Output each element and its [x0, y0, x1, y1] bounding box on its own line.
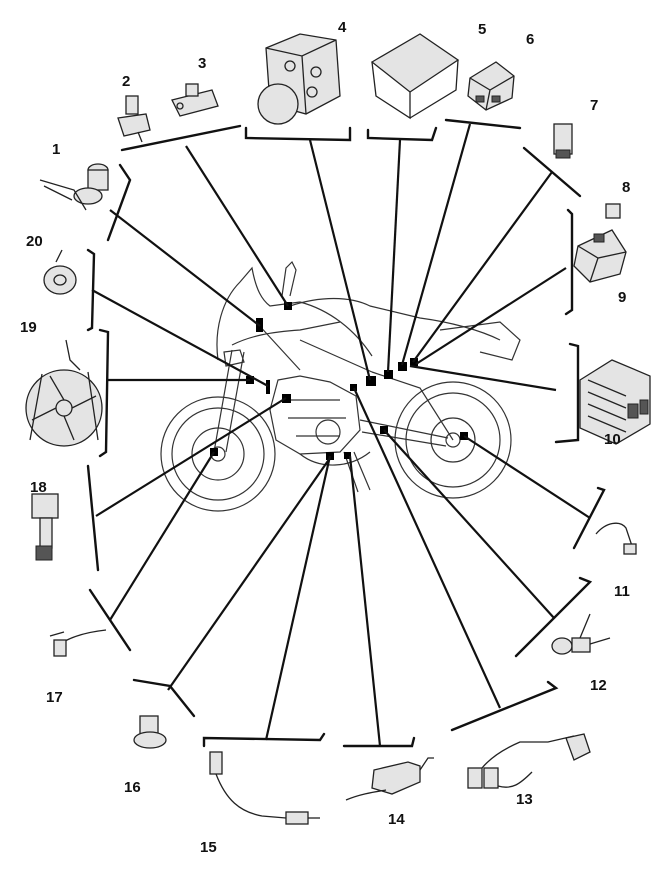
- leader-6: [400, 123, 472, 366]
- part-17-crank-sensor: [49, 629, 107, 657]
- part-6-relay-unit: [467, 61, 515, 111]
- part-5-ecu: [370, 33, 460, 120]
- part-18-ignition-coil: [31, 493, 59, 561]
- leader-20: [91, 289, 269, 387]
- part-19-radiator-fan: [25, 339, 103, 447]
- part-11-wheel-sensor: [595, 522, 637, 555]
- callout-8: 8: [622, 179, 630, 196]
- leader-4: [308, 139, 372, 381]
- leader-2-3: [185, 145, 289, 307]
- callout-7: 7: [590, 97, 598, 114]
- callout-labels: 1 2 3 4 5 6 7 8 9 10 11 12 13 14 15 16 1…: [20, 19, 630, 856]
- part-20-horn: [43, 249, 77, 295]
- callout-4: 4: [338, 19, 347, 36]
- part-9-starter-relay: [573, 229, 627, 283]
- callout-6: 6: [526, 31, 534, 48]
- callout-18: 18: [30, 479, 47, 496]
- part-16-speed-sensor: [133, 715, 167, 749]
- callout-5: 5: [478, 21, 486, 38]
- part-4-abs-unit: [257, 33, 341, 125]
- leader-5: [386, 139, 402, 373]
- leader-18: [95, 397, 287, 517]
- leader-15: [264, 455, 332, 741]
- part-15-o2-sensor: [209, 751, 320, 825]
- leader-10: [409, 364, 557, 392]
- callout-19: 19: [20, 319, 37, 336]
- callout-16: 16: [124, 779, 141, 796]
- leader-11: [463, 435, 591, 519]
- part-8-fuse: [605, 203, 621, 219]
- leader-7: [412, 171, 553, 363]
- part-3-relay: [171, 83, 219, 117]
- callout-10: 10: [604, 431, 621, 448]
- callout-11: 11: [614, 583, 630, 600]
- callout-13: 13: [516, 791, 533, 808]
- callout-14: 14: [388, 811, 405, 828]
- leader-14: [348, 455, 382, 747]
- callout-15: 15: [200, 839, 217, 856]
- leader-13: [352, 387, 502, 709]
- bracket-lines: [86, 118, 606, 748]
- part-7-fuse: [553, 123, 573, 159]
- leader-16: [167, 457, 331, 691]
- part-13-sensor-harness: [467, 733, 591, 789]
- callout-9: 9: [618, 289, 626, 306]
- callout-17: 17: [46, 689, 63, 706]
- part-2-sensor: [117, 95, 151, 143]
- callout-1: 1: [52, 141, 60, 158]
- callout-20: 20: [26, 233, 43, 250]
- part-1-main-switch: [39, 163, 109, 211]
- motorcycle-illustration: [160, 260, 521, 512]
- leader-1: [109, 209, 261, 327]
- part-12-oil-sensor: [551, 613, 611, 655]
- part-10-rectifier-regulator: [579, 359, 651, 445]
- callout-12: 12: [590, 677, 607, 694]
- leader-17: [109, 451, 215, 621]
- callout-2: 2: [122, 73, 130, 90]
- part-14-gear-sensor: [345, 757, 434, 801]
- leader-lines: [91, 123, 591, 747]
- leader-8-9: [415, 267, 567, 365]
- callout-3: 3: [198, 55, 206, 72]
- leader-12: [383, 429, 555, 619]
